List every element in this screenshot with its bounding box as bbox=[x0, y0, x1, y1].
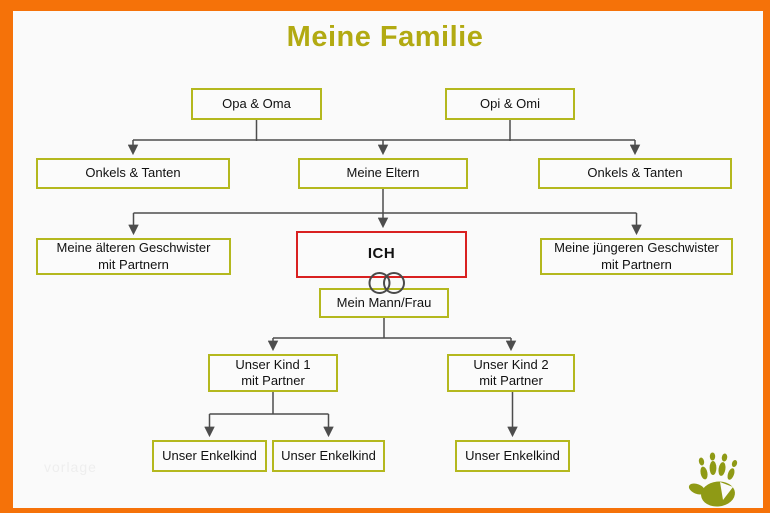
node-kind-2: Unser Kind 2 mit Partner bbox=[447, 354, 575, 392]
node-enkelkind-3: Unser Enkelkind bbox=[455, 440, 570, 472]
node-aeltere-geschwister: Meine älteren Geschwister mit Partnern bbox=[36, 238, 231, 275]
handprint-logo-icon bbox=[688, 452, 738, 507]
node-onkels-tanten-right: Onkels & Tanten bbox=[538, 158, 732, 189]
node-meine-eltern: Meine Eltern bbox=[298, 158, 468, 189]
node-juengere-geschwister: Meine jüngeren Geschwister mit Partnern bbox=[540, 238, 733, 275]
node-onkels-tanten-left: Onkels & Tanten bbox=[36, 158, 230, 189]
node-mann-frau: Mein Mann/Frau bbox=[319, 288, 449, 318]
watermark-text: vorlage bbox=[44, 459, 97, 475]
node-kind-1: Unser Kind 1 mit Partner bbox=[208, 354, 338, 392]
node-enkelkind-1: Unser Enkelkind bbox=[152, 440, 267, 472]
node-enkelkind-2: Unser Enkelkind bbox=[272, 440, 385, 472]
page-title: Meine Familie bbox=[286, 21, 484, 53]
node-opa-oma: Opa & Oma bbox=[191, 88, 322, 120]
node-ich: ICH bbox=[296, 231, 467, 278]
node-opi-omi: Opi & Omi bbox=[445, 88, 575, 120]
